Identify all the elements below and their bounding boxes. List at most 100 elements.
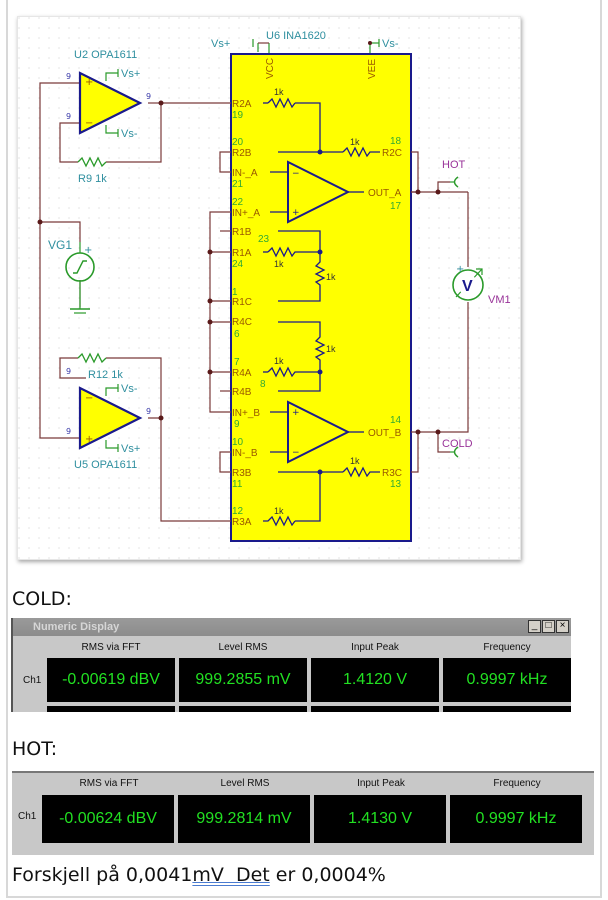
pin-r2a: R2A (232, 99, 252, 110)
pin-r3c: R3C (382, 468, 402, 479)
minimize-button[interactable]: _ (528, 620, 541, 633)
pin-r2b: R2B (232, 148, 252, 159)
u6-ref-label: U6 INA1620 (266, 30, 326, 42)
pin-r3b: R3B (232, 468, 252, 479)
u2-ref-label: U2 OPA1611 (74, 49, 137, 61)
junction (317, 249, 323, 255)
u5-minus: − (85, 393, 93, 404)
u5-opamp[interactable] (78, 386, 143, 450)
hot-terminal[interactable] (453, 176, 459, 188)
summary-underlined: mV Det (192, 864, 270, 886)
column-header: Input Peak (351, 642, 399, 653)
u5-vs-minus: Vs- (121, 383, 138, 395)
u2-pin: 9 (66, 72, 71, 81)
junction (368, 41, 372, 45)
pin-in-a-minus: IN-_A (232, 168, 258, 179)
pin-r1a: R1A (232, 248, 252, 259)
u2-vs-plus: Vs+ (121, 68, 140, 80)
junction (158, 415, 164, 421)
junction (207, 298, 213, 304)
pin-num: 8 (260, 379, 266, 390)
pin-in-a-plus: IN+_A (232, 208, 260, 219)
vs-plus-top-label: Vs+ (211, 38, 230, 50)
junction (37, 219, 43, 225)
vg1-source[interactable] (65, 242, 95, 314)
window-title: Numeric Display (13, 618, 571, 636)
cold-section-label: COLD: (12, 588, 72, 610)
pin-num: 20 (232, 137, 244, 148)
u6-amp-b (287, 400, 351, 464)
vm1-voltmeter[interactable]: V (452, 268, 484, 301)
junction (435, 189, 441, 195)
external-wiring (39, 82, 469, 522)
pin-r4b: R4B (232, 387, 252, 398)
column-header: Level RMS (220, 778, 270, 789)
u2-plus: + (85, 77, 93, 88)
summary-prefix: Forskjell på 0,0041 (12, 864, 193, 886)
res-label: 1k (274, 356, 284, 366)
vm1-plus: + (456, 264, 464, 275)
res-label: 1k (274, 87, 284, 97)
column-header: RMS via FFT (79, 778, 139, 789)
close-button[interactable]: × (556, 620, 569, 633)
vs-plus-top (252, 39, 270, 53)
u6-chip-body[interactable] (230, 53, 412, 542)
junction (317, 369, 323, 375)
pin-r1b: R1B (232, 227, 252, 238)
maximize-button[interactable]: □ (542, 620, 555, 633)
amp-b-minus: − (292, 448, 300, 458)
vm1-label: VM1 (488, 294, 511, 306)
pin-num: 19 (232, 110, 244, 121)
amp-a-minus: − (292, 169, 300, 179)
junction (158, 100, 164, 106)
u5-pin: 9 (66, 427, 71, 436)
pin-num: 13 (390, 479, 402, 490)
pin-num: 11 (232, 479, 243, 490)
u2-pin: 9 (66, 112, 71, 121)
pin-num: 14 (390, 415, 402, 426)
window-controls: _ □ × (528, 620, 569, 633)
pin-out-b: OUT_B (368, 428, 402, 439)
junction (435, 429, 441, 435)
hot-section-label: HOT: (12, 738, 58, 760)
junction (317, 469, 323, 475)
pin-r2c: R2C (382, 148, 402, 159)
pin-num: 23 (258, 234, 270, 245)
u2-vs-minus: Vs- (121, 128, 138, 140)
frequency-value: 0.9997 kHz (443, 658, 571, 702)
junction (317, 149, 323, 155)
pin-r4c: R4C (232, 317, 252, 328)
schematic-canvas: U6 INA1620 VCC VEE Vs+ Vs- − + + − (17, 16, 521, 560)
res-label: 1k (350, 137, 360, 147)
vm1-glyph: V (462, 278, 473, 295)
vs-minus-top-label: Vs- (382, 38, 399, 50)
u2-opamp[interactable] (78, 71, 143, 135)
level-rms-value: 999.2855 mV (179, 658, 307, 702)
r9-resistor[interactable] (77, 156, 107, 168)
res-label: 1k (326, 272, 336, 282)
summary-suffix: er 0,0004% (269, 864, 386, 886)
hot-numeric-display-window: RMS via FFT Level RMS Input Peak Frequen… (12, 771, 594, 855)
column-header: Frequency (493, 778, 541, 789)
pin-r3a: R3A (232, 517, 252, 528)
pin-num: 18 (390, 136, 402, 147)
vcc-pin-label: VCC (265, 58, 276, 79)
pin-num: 22 (232, 197, 244, 208)
r12-resistor[interactable] (77, 352, 107, 364)
column-header: RMS via FFT (81, 642, 141, 653)
difference-summary: Forskjell på 0,0041mV Det er 0,0004% (12, 864, 386, 886)
pin-num: 1 (232, 287, 238, 298)
pin-num: 21 (232, 179, 244, 190)
u5-pin: 9 (146, 407, 151, 416)
column-header: Input Peak (357, 778, 405, 789)
junction (207, 319, 213, 325)
cold-label: COLD (442, 438, 473, 450)
cold-terminal[interactable] (453, 446, 459, 458)
pin-num: 6 (234, 329, 240, 340)
rms-fft-value: -0.00624 dBV (42, 795, 174, 843)
u5-pin: 9 (66, 367, 71, 376)
u6-internal-wiring (263, 97, 380, 527)
pin-out-a: OUT_A (368, 188, 402, 199)
channel-label: Ch1 (23, 675, 42, 686)
res-label: 1k (274, 506, 284, 516)
